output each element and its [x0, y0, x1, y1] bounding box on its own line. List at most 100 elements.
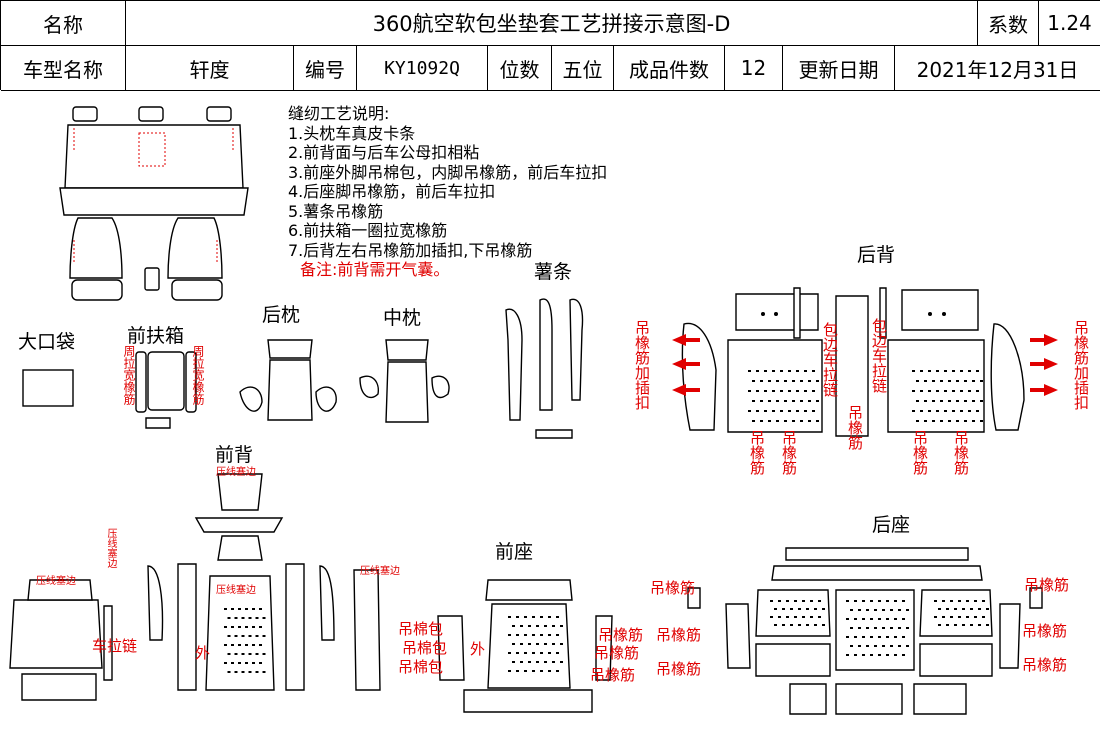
quilt-dot	[556, 652, 559, 654]
quilt-dot	[544, 643, 547, 645]
quilt-dot	[812, 370, 815, 372]
quilt-dot	[756, 370, 759, 372]
quilt-dot	[794, 616, 797, 618]
quilt-dot	[776, 400, 779, 402]
quilt-dot	[846, 600, 849, 602]
mid-pillow-pieces	[359, 339, 450, 423]
quilt-dot	[912, 370, 915, 372]
note-cotton-2: 吊棉包	[402, 639, 448, 657]
quilt-dot	[966, 600, 969, 602]
label-front-seat: 前座	[495, 541, 534, 563]
quilt-dot	[255, 617, 259, 619]
date-label: 更新日期	[783, 46, 895, 91]
note-item: 5.薯条吊橡筋	[288, 201, 384, 221]
quilt-dot	[524, 634, 527, 636]
coef-label: 系数	[978, 1, 1039, 46]
quilt-dot	[846, 618, 849, 620]
quilt-dot	[874, 645, 877, 647]
quilt-dot	[866, 609, 869, 611]
quilt-dot	[231, 644, 234, 646]
quilt-dot	[760, 420, 763, 422]
quilt-dot	[756, 410, 759, 412]
quilt-dot	[810, 616, 813, 618]
quilt-dot	[854, 618, 857, 620]
quilt-dot	[548, 634, 551, 636]
quilt-dot	[224, 662, 227, 664]
note-item: 7.后背左右吊橡筋加插扣,下吊橡筋	[288, 240, 533, 260]
note-elastic-3: 吊橡筋	[846, 405, 864, 450]
label-big-pocket: 大口袋	[18, 331, 76, 353]
quilt-dot	[800, 380, 803, 382]
quilt-dot	[520, 625, 523, 627]
quilt-dot	[954, 624, 957, 626]
quilt-dot	[920, 410, 923, 412]
model-label: 车型名称	[1, 46, 126, 91]
quilt-dot	[516, 670, 519, 672]
quilt-dot	[234, 635, 238, 637]
quilt-dot	[950, 616, 953, 618]
note-elastic-1: 吊橡筋	[748, 430, 766, 475]
note-elastic-2: 吊橡筋	[780, 430, 798, 475]
page-title: 360航空软包坐垫套工艺拼接示意图-D	[126, 1, 978, 46]
quilt-dot	[227, 617, 231, 619]
quilt-dot	[916, 380, 919, 382]
quilt-dot	[560, 643, 563, 645]
note-cotton-3: 吊棉包	[398, 658, 444, 676]
quilt-dot	[800, 400, 803, 402]
quilt-dot	[812, 390, 815, 392]
note-armrest-left: 周拉宽橡筋	[122, 345, 136, 405]
fries-pieces	[505, 298, 584, 439]
quilt-dot	[516, 634, 519, 636]
quilt-dot	[764, 370, 767, 372]
quilt-dot	[882, 627, 885, 629]
quilt-dot	[548, 670, 551, 672]
quilt-dot	[946, 624, 949, 626]
note-press-edge-right: 压线塞边	[360, 566, 400, 577]
quilt-dot	[252, 644, 255, 646]
quilt-dot	[812, 410, 815, 412]
quilt-dot	[950, 600, 953, 602]
quilt-dot	[772, 410, 775, 412]
quilt-dot	[224, 626, 227, 628]
quilt-dot	[252, 608, 255, 610]
quilt-dot	[810, 600, 813, 602]
quilt-dot	[982, 600, 985, 602]
quilt-dot	[259, 662, 262, 664]
quilt-dot	[748, 370, 751, 372]
quilt-dot	[760, 380, 763, 382]
quilt-dot	[238, 662, 241, 664]
quilt-dot	[932, 400, 935, 402]
note-elastic-5: 吊橡筋	[952, 430, 970, 475]
quilt-dot	[874, 609, 877, 611]
quilt-dot	[846, 654, 849, 656]
quilt-dot	[800, 420, 803, 422]
red-arrows	[672, 334, 1058, 396]
note-rear-seat-elastic-3: 吊橡筋	[656, 660, 702, 678]
quilt-dot	[924, 420, 927, 422]
quilt-dot	[924, 400, 927, 402]
quilt-dot	[964, 380, 967, 382]
quilt-dot	[986, 608, 989, 610]
rear-seat-pieces	[687, 547, 1043, 715]
quilt-dot	[234, 653, 238, 655]
note-zipper: 车拉链	[92, 637, 138, 655]
quilt-dot	[980, 400, 983, 402]
label-fries: 薯条	[534, 261, 573, 283]
quilt-dot	[940, 400, 943, 402]
quilt-dot	[796, 410, 799, 412]
quilt-dot	[262, 653, 266, 655]
quilt-dot	[544, 661, 547, 663]
quilt-dot	[524, 670, 527, 672]
quilt-dot	[958, 616, 961, 618]
label-mid-pillow: 中枕	[383, 307, 422, 329]
quilt-dot	[245, 662, 248, 664]
quilt-dot	[512, 661, 515, 663]
quilt-dot	[552, 643, 555, 645]
note-item: 6.前扶箱一圈拉宽橡筋	[288, 221, 448, 240]
quilt-dot	[532, 634, 535, 636]
quilt-dot	[898, 645, 901, 647]
quilt-dot	[245, 626, 248, 628]
quilt-dot	[878, 654, 881, 656]
rear-pillow-pieces	[239, 339, 337, 421]
quilt-dot	[976, 370, 979, 372]
